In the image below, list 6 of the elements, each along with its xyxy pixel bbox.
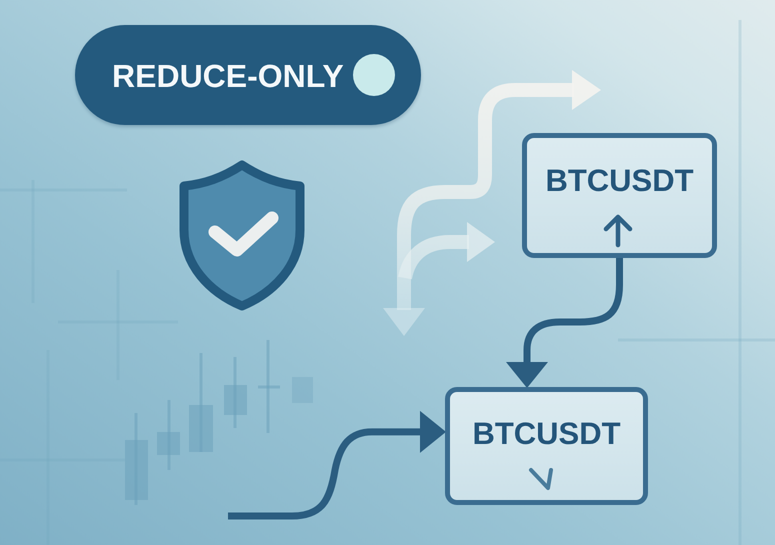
ticker-box (445, 387, 648, 505)
arrow (506, 258, 623, 388)
toggle-label: REDUCE-ONLY (112, 60, 344, 92)
ticker-box (522, 133, 717, 258)
ticker-label: BTCUSDT (472, 418, 621, 449)
ticker-label: BTCUSDT (545, 165, 694, 196)
